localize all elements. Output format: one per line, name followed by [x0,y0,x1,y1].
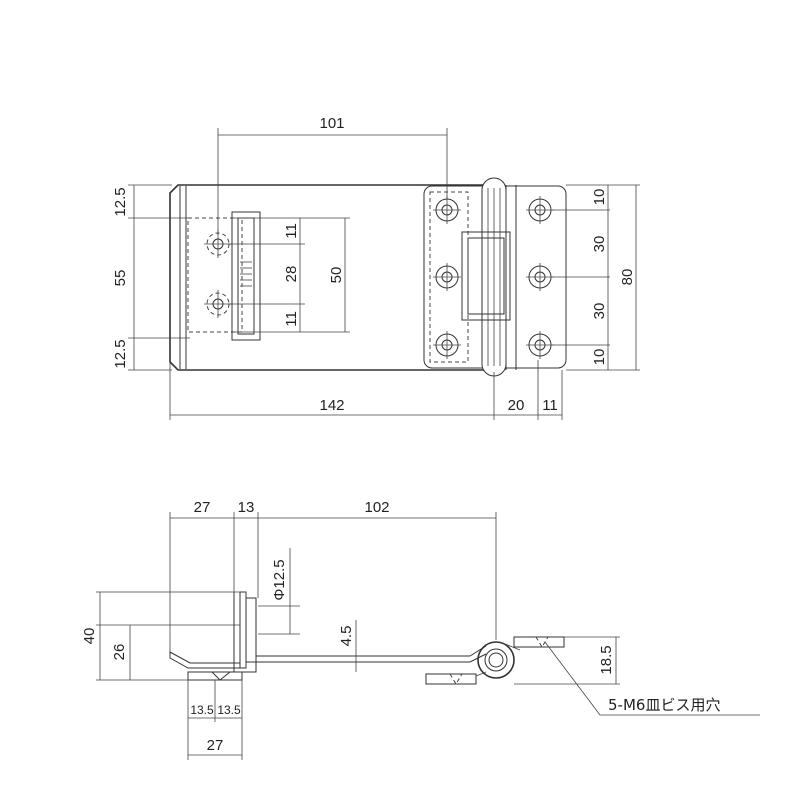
dim-10-top: 10 [591,189,608,206]
dim-26: 26 [111,644,128,661]
dim-142: 142 [319,397,344,414]
dim-102: 102 [364,499,389,516]
dim-11-right: 11 [542,397,558,414]
hasp-tongue [461,231,511,321]
dim-10-bottom: 10 [591,349,608,366]
base-plate [187,671,243,681]
screw-hole [526,263,554,291]
staple-plate-hidden [187,217,243,333]
top-view: 101 12.5 55 12.5 11 28 11 50 10 30 30 10… [112,115,640,420]
screw-hole [526,331,554,359]
note-leader-line [544,641,760,716]
dim-20: 20 [508,397,525,414]
dim-13-5-right: 13.5 [217,703,241,717]
dim-30-top: 30 [591,236,608,253]
hasp-arm-profile [169,651,241,669]
screw-hole [204,290,232,318]
screw-hole [433,263,461,291]
side-view: 27 13 102 Φ12.5 40 26 4.5 18.5 13.5 13.5… [81,499,760,760]
dim-101: 101 [319,115,344,132]
dim-30-bottom: 30 [591,303,608,320]
dim-12-5-bottom: 12.5 [112,339,129,368]
hasp-slot [231,211,261,341]
hinge-pin [477,641,515,679]
dim-27-bottom: 27 [207,737,224,754]
dim-13: 13 [238,499,255,516]
dim-18-5: 18.5 [598,645,615,674]
dim-27-top: 27 [194,499,211,516]
dim-50: 50 [328,267,345,284]
dim-40: 40 [81,628,98,645]
dim-80: 80 [619,269,636,286]
dim-4-5: 4.5 [338,626,355,647]
dim-55: 55 [112,270,129,287]
screw-hole [433,196,461,224]
staple-profile [239,591,247,669]
dim-11-top: 11 [283,223,300,239]
dim-12-5-top: 12.5 [112,187,129,216]
dim-phi-12-5: Φ12.5 [271,559,288,600]
dim-11-bottom: 11 [283,311,300,327]
screw-hole-note: 5-M6皿ビス用穴 [608,696,720,714]
screw-hole [526,196,554,224]
screw-hole [433,331,461,359]
dim-13-5-left: 13.5 [190,703,214,717]
dim-28: 28 [283,266,300,283]
